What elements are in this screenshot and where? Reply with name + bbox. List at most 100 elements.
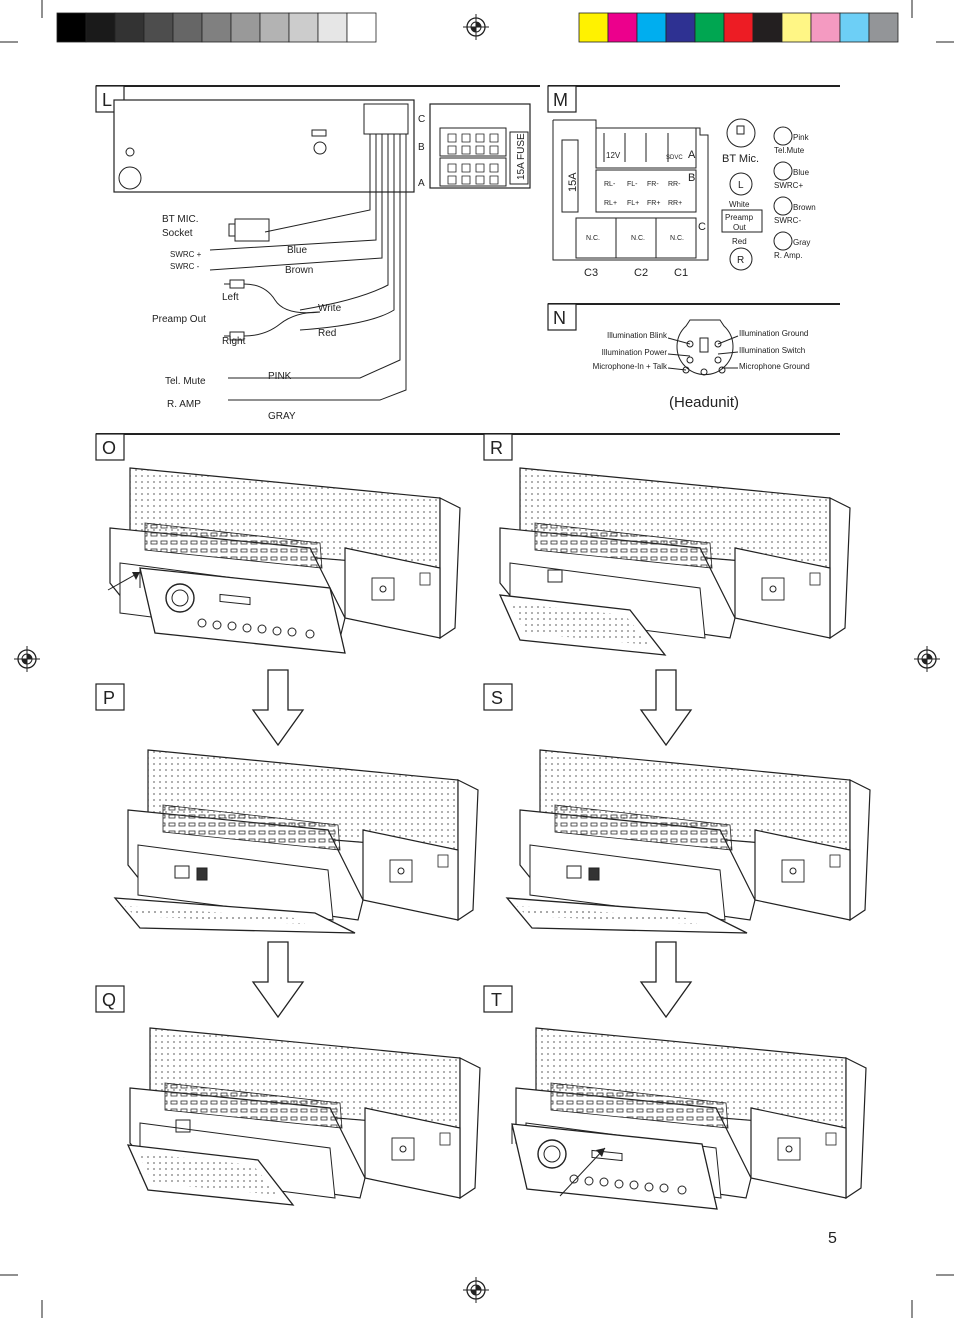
panel-m-connector-pinout: M 15A A 12V SDVC B RL- FL- FR- RR- RL+ F… [547,85,840,279]
svg-text:(Headunit): (Headunit) [669,394,739,411]
svg-text:RL-: RL- [604,181,616,188]
svg-text:Illumination Blink: Illumination Blink [607,331,668,340]
svg-text:Illumination Power: Illumination Power [602,348,668,357]
svg-text:Microphone Ground: Microphone Ground [739,362,810,371]
svg-text:C3: C3 [584,267,598,279]
svg-text:Right: Right [222,336,246,347]
svg-text:Blue: Blue [287,245,307,256]
svg-text:FL-: FL- [627,181,638,188]
grayscale-calibration-bar [56,12,377,43]
fuse-label: 15A FUSE [516,133,527,180]
calibration-swatch [839,12,870,43]
calibration-swatch [607,12,638,43]
svg-text:N.C.: N.C. [586,235,600,242]
svg-text:FR-: FR- [647,181,659,188]
svg-text:Preamp: Preamp [725,213,754,222]
calibration-swatch [781,12,812,43]
calibration-swatch [752,12,783,43]
svg-text:SWRC-: SWRC- [774,216,801,225]
svg-text:N: N [553,308,566,328]
calibration-swatch [578,12,609,43]
svg-text:C: C [418,114,425,125]
svg-text:N.C.: N.C. [631,235,645,242]
calibration-swatch [114,12,145,43]
svg-text:RR+: RR+ [668,200,682,207]
svg-text:B: B [688,172,695,184]
panel-n-mic-connector: N Illumination Blink Illumination Power … [547,303,840,411]
svg-text:R. Amp.: R. Amp. [774,251,802,260]
svg-text:Red: Red [732,237,747,246]
svg-text:Out: Out [733,223,747,232]
calibration-swatch [201,12,232,43]
svg-text:Preamp Out: Preamp Out [152,314,206,325]
svg-text:SDVC: SDVC [666,155,683,161]
svg-text:FR+: FR+ [647,200,660,207]
svg-text:Q: Q [102,990,116,1010]
arrow-p-to-q [252,941,304,1018]
svg-text:GRAY: GRAY [268,411,296,422]
step-t: T [483,985,867,1210]
calibration-swatch [259,12,290,43]
svg-text:A: A [418,178,425,189]
svg-text:Write: Write [318,303,342,314]
calibration-swatch [85,12,116,43]
radio-unit-outline [113,99,415,193]
svg-text:Pink: Pink [793,133,810,142]
svg-text:White: White [729,200,750,209]
panel-letter: L [102,90,112,110]
svg-text:RL+: RL+ [604,200,617,207]
calibration-swatch [810,12,841,43]
step-s: S [483,683,871,934]
svg-text:12V: 12V [606,151,621,160]
calibration-swatch [694,12,725,43]
svg-text:Left: Left [222,292,239,303]
registration-mark-bottom [462,1276,490,1304]
svg-text:Tel.Mute: Tel.Mute [774,146,805,155]
calibration-swatch [143,12,174,43]
arrow-s-to-t [640,941,692,1018]
svg-text:RR-: RR- [668,181,681,188]
calibration-swatch [317,12,348,43]
arrow-o-to-p [252,669,304,746]
registration-mark-left [13,645,41,673]
svg-text:BT MIC.: BT MIC. [162,214,198,225]
svg-text:S: S [491,688,503,708]
calibration-swatch [868,12,899,43]
step-q: Q [95,985,481,1206]
step-o: O [95,433,461,654]
calibration-swatch [665,12,696,43]
svg-text:Brown: Brown [285,265,313,276]
svg-text:P: P [103,688,115,708]
svg-text:A: A [688,149,696,161]
svg-text:Socket: Socket [162,228,193,239]
svg-text:Illumination Ground: Illumination Ground [739,329,808,338]
svg-text:FL+: FL+ [627,200,639,207]
svg-text:R: R [737,255,744,266]
svg-text:Brown: Brown [793,203,816,212]
svg-text:C1: C1 [674,267,688,279]
svg-text:BT Mic.: BT Mic. [722,153,759,165]
svg-text:Microphone-In + Talk: Microphone-In + Talk [593,362,668,371]
svg-text:Gray: Gray [793,238,810,247]
calibration-swatch [230,12,261,43]
calibration-swatch [172,12,203,43]
svg-text:T: T [491,990,502,1010]
svg-text:R. AMP: R. AMP [167,399,201,410]
svg-text:C: C [698,221,706,233]
svg-text:L: L [738,180,744,191]
svg-text:C2: C2 [634,267,648,279]
svg-text:R: R [490,438,503,458]
calibration-swatch [346,12,377,43]
svg-text:Blue: Blue [793,168,810,177]
svg-text:Red: Red [318,328,336,339]
calibration-swatch [723,12,754,43]
svg-text:PINK: PINK [268,371,292,382]
svg-text:Illumination Switch: Illumination Switch [739,346,805,355]
calibration-swatch [288,12,319,43]
svg-text:B: B [418,142,425,153]
panel-l-wiring-diagram: L C B A 15A FUSE [95,85,540,422]
calibration-swatch [56,12,87,43]
svg-text:15A: 15A [567,172,579,192]
svg-text:SWRC +: SWRC + [170,250,202,259]
arrow-r-to-s [640,669,692,746]
